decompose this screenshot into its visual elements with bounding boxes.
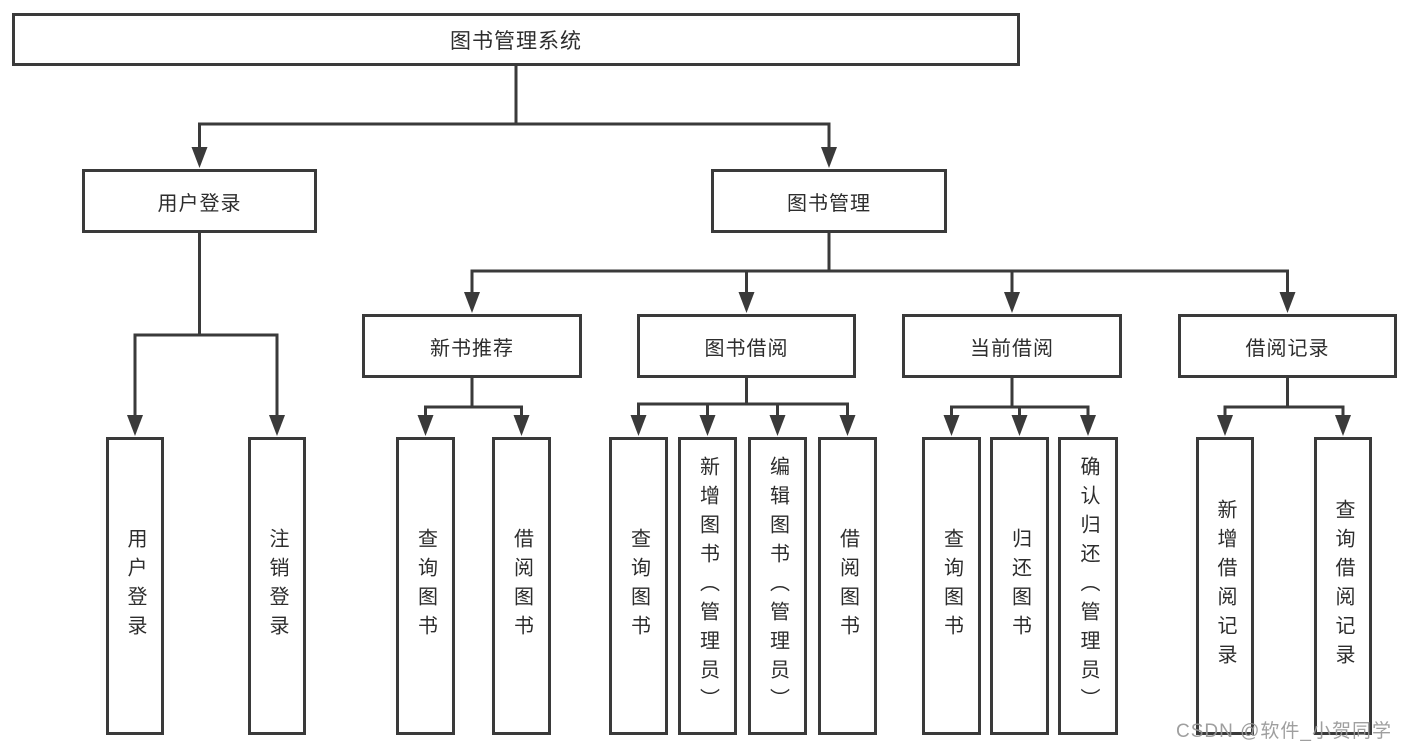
node-logout: 注销登录 xyxy=(248,437,306,735)
arrowhead-edit-books xyxy=(769,415,786,436)
node-borrow-books-1: 借阅图书 xyxy=(492,437,551,735)
node-add-books: 新增图书（管理员） xyxy=(678,437,737,735)
node-label-query-borrow-record: 查询借阅记录 xyxy=(1332,499,1354,673)
node-label-borrow-records: 借阅记录 xyxy=(1245,337,1330,360)
node-new-book-rec: 新书推荐 xyxy=(362,314,582,378)
node-label-book-mgmt: 图书管理 xyxy=(787,192,871,215)
node-label-add-borrow-record: 新增借阅记录 xyxy=(1214,499,1236,673)
arrowhead-return-books xyxy=(1011,415,1028,436)
node-label-root: 图书管理系统 xyxy=(450,29,582,53)
node-label-borrow-books-1: 借阅图书 xyxy=(510,528,533,644)
arrowhead-current-borrow xyxy=(1004,292,1020,313)
node-label-new-book-rec: 新书推荐 xyxy=(430,337,514,360)
node-label-query-books-1: 查询图书 xyxy=(414,528,437,644)
arrowhead-borrow-books-1 xyxy=(513,415,530,436)
node-login: 用户登录 xyxy=(106,437,164,735)
node-label-book-borrow: 图书借阅 xyxy=(704,337,789,360)
node-add-borrow-record: 新增借阅记录 xyxy=(1196,437,1254,735)
node-query-books-2: 查询图书 xyxy=(609,437,668,735)
arrowhead-add-books xyxy=(699,415,716,436)
arrowhead-borrow-records xyxy=(1279,292,1296,313)
arrowhead-book-mgmt xyxy=(821,147,837,168)
node-label-login: 用户登录 xyxy=(124,528,146,644)
node-borrow-records: 借阅记录 xyxy=(1178,314,1397,378)
arrowhead-query-books-2 xyxy=(630,415,647,436)
node-query-borrow-record: 查询借阅记录 xyxy=(1314,437,1372,735)
arrowhead-query-books-3 xyxy=(943,415,960,436)
node-edit-books: 编辑图书（管理员） xyxy=(748,437,807,735)
arrowhead-new-book-rec xyxy=(464,292,480,313)
node-label-query-books-3: 查询图书 xyxy=(940,528,963,644)
arrowhead-query-borrow-record xyxy=(1335,415,1351,436)
arrowhead-add-borrow-record xyxy=(1217,415,1233,436)
node-current-borrow: 当前借阅 xyxy=(902,314,1122,378)
node-return-books: 归还图书 xyxy=(990,437,1049,735)
node-root: 图书管理系统 xyxy=(12,13,1020,66)
node-label-query-books-2: 查询图书 xyxy=(627,528,650,644)
node-label-current-borrow: 当前借阅 xyxy=(970,337,1054,360)
node-confirm-return: 确认归还（管理员） xyxy=(1058,437,1118,735)
node-label-confirm-return: 确认归还（管理员） xyxy=(1077,455,1099,717)
node-label-logout: 注销登录 xyxy=(266,528,288,644)
node-book-mgmt: 图书管理 xyxy=(711,169,947,233)
node-borrow-books-2: 借阅图书 xyxy=(818,437,877,735)
node-label-return-books: 归还图书 xyxy=(1008,528,1031,644)
node-label-edit-books: 编辑图书（管理员） xyxy=(766,455,789,717)
node-book-borrow: 图书借阅 xyxy=(637,314,856,378)
node-user-login: 用户登录 xyxy=(82,169,317,233)
watermark: CSDN @软件_小贺同学 xyxy=(1176,721,1392,742)
arrowhead-user-login xyxy=(191,147,208,168)
arrowhead-borrow-books-2 xyxy=(839,415,856,436)
arrowhead-query-books-1 xyxy=(417,415,434,436)
arrowhead-logout xyxy=(269,415,285,436)
node-label-add-books: 新增图书（管理员） xyxy=(696,455,719,717)
arrowhead-login xyxy=(127,415,143,436)
arrowhead-confirm-return xyxy=(1080,415,1096,436)
node-query-books-3: 查询图书 xyxy=(922,437,981,735)
node-label-user-login: 用户登录 xyxy=(157,192,242,215)
arrowhead-book-borrow xyxy=(738,292,755,313)
node-query-books-1: 查询图书 xyxy=(396,437,455,735)
node-label-borrow-books-2: 借阅图书 xyxy=(836,528,859,644)
